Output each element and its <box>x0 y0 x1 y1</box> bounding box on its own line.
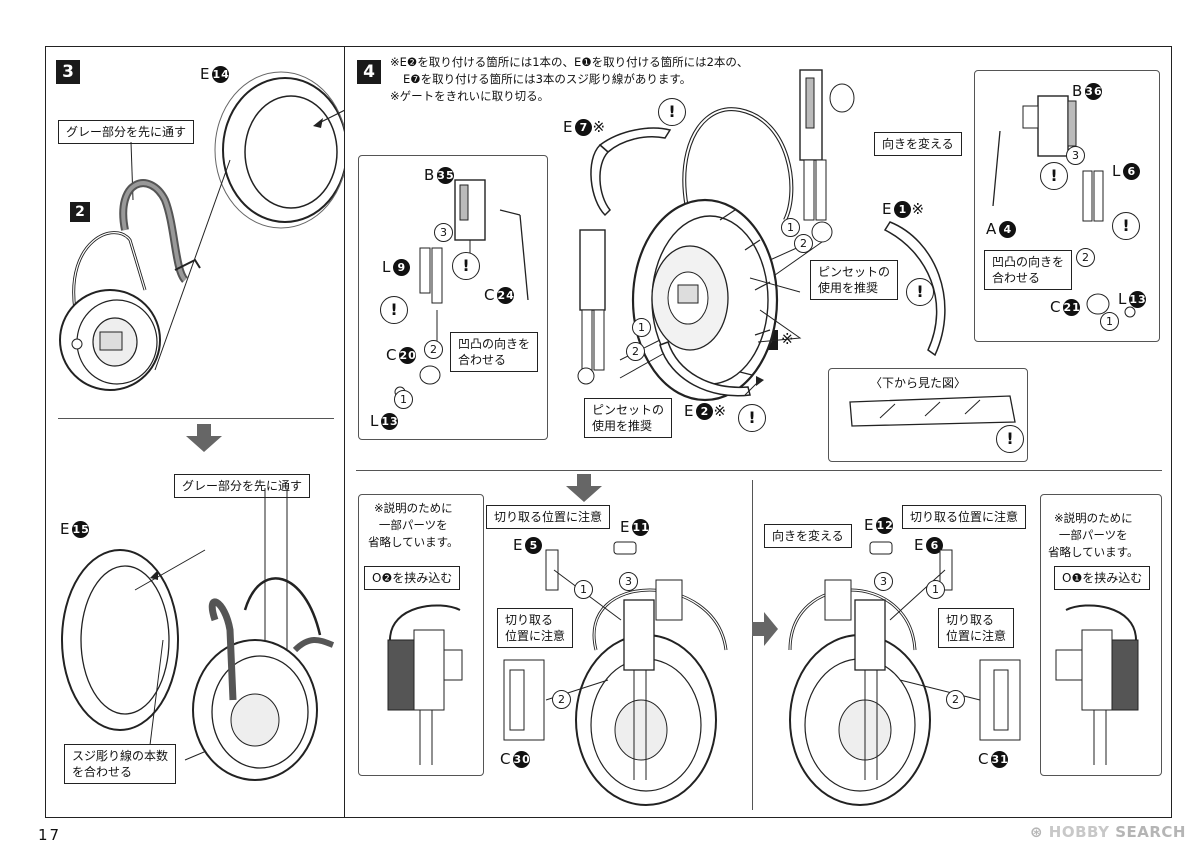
bottom-right-note: ※説明のために 一部パーツを 省略しています。 <box>1048 511 1139 559</box>
callout-change-orientation: 向きを変える <box>874 132 962 156</box>
step3-number: 3 <box>56 60 80 84</box>
callout-clip-o2: O❷を挟み込む <box>364 566 461 590</box>
step3-top-illustration <box>59 71 348 391</box>
step-circle-1: 1 <box>781 218 800 237</box>
warning-icon: ! <box>452 252 480 280</box>
main-wheel-illustration <box>577 69 946 402</box>
warning-icon: ! <box>658 98 686 126</box>
step-circle-1: 1 <box>632 318 651 337</box>
step-circle-2: 2 <box>424 340 443 359</box>
step-circle-1: 1 <box>1100 312 1119 331</box>
callout-align-right: 凹凸の向きを 合わせる <box>984 250 1073 290</box>
step4-divider-h <box>356 470 1162 471</box>
hobby-search-watermark: ⊛ HOBBY SEARCH <box>1029 823 1186 841</box>
bottom-left-note: ※説明のために 一部パーツを 省略しています。 <box>368 501 459 549</box>
step4-note-3: ※ゲートをきれいに取り切る。 <box>390 89 550 103</box>
step-circle-3: 3 <box>874 572 893 591</box>
bottom-left-closeup <box>387 604 463 765</box>
step-circle-1: 1 <box>394 390 413 409</box>
step4-number: 4 <box>357 60 381 84</box>
hobby-search-logo-icon: ⊛ <box>1029 823 1044 841</box>
step-circle-3: 3 <box>434 223 453 242</box>
step4-down-arrow <box>566 474 602 502</box>
callout-gray-first-bottom: グレー部分を先に通す <box>174 474 311 498</box>
step-circle-2: 2 <box>1076 248 1095 267</box>
step4-divider-v <box>752 480 753 810</box>
bottom-view-title: 〈下から見た図〉 <box>870 376 967 390</box>
step4-note-2: E❼を取り付ける箇所には3本のスジ彫り線があります。 <box>403 72 692 86</box>
callout-align-left: 凹凸の向きを 合わせる <box>450 332 539 372</box>
callout-clip-o1: O❶を挟み込む <box>1054 566 1151 590</box>
left-subassembly-drawing <box>394 179 529 398</box>
callout-change-orientation-bottom: 向きを変える <box>764 524 852 548</box>
warning-icon: ! <box>996 425 1024 453</box>
callout-tweezers-right: ピンセットの 使用を推奨 <box>810 260 899 300</box>
step3-divider <box>58 418 334 419</box>
step-circle-1: 1 <box>574 580 593 599</box>
step-circle-2: 2 <box>626 342 645 361</box>
callout-cut-position-mid-right: 切り取る 位置に注意 <box>938 608 1015 648</box>
callout-tweezers-left: ピンセットの 使用を推奨 <box>584 398 673 438</box>
warning-icon: ! <box>1112 212 1140 240</box>
warning-icon: ! <box>1040 162 1068 190</box>
step4-right-arrow <box>752 612 778 646</box>
callout-gray-first-top: グレー部分を先に通す <box>58 120 195 144</box>
step4-note-1: ※E❷を取り付ける箇所には1本の、E❶を取り付ける箇所には2本の、 <box>390 55 749 69</box>
warning-icon: ! <box>738 404 766 432</box>
warning-icon: ! <box>380 296 408 324</box>
step-circle-3: 3 <box>619 572 638 591</box>
bottom-right-closeup <box>1055 604 1139 765</box>
warning-icon: ! <box>906 278 934 306</box>
right-subassembly-drawing <box>992 95 1136 318</box>
step-circle-1: 1 <box>926 580 945 599</box>
step-circle-2: 2 <box>552 690 571 709</box>
bottom-left-assembly <box>503 541 728 806</box>
sub-step-2: 2 <box>70 202 90 222</box>
bottom-view-drawing <box>849 395 1016 427</box>
step-circle-2: 2 <box>946 690 965 709</box>
step3-bottom-illustration <box>61 488 335 781</box>
callout-cut-position-top: 切り取る位置に注意 <box>486 505 611 529</box>
step-circle-2: 2 <box>794 234 813 253</box>
step3-down-arrow <box>186 424 222 452</box>
page-number: 17 <box>38 826 62 844</box>
bottom-right-assembly <box>788 541 1021 806</box>
callout-cut-position-mid: 切り取る 位置に注意 <box>497 608 574 648</box>
callout-match-lines: スジ彫り線の本数 を合わせる <box>64 744 177 784</box>
step-circle-3: 3 <box>1066 146 1085 165</box>
callout-cut-position-top-right: 切り取る位置に注意 <box>902 505 1027 529</box>
